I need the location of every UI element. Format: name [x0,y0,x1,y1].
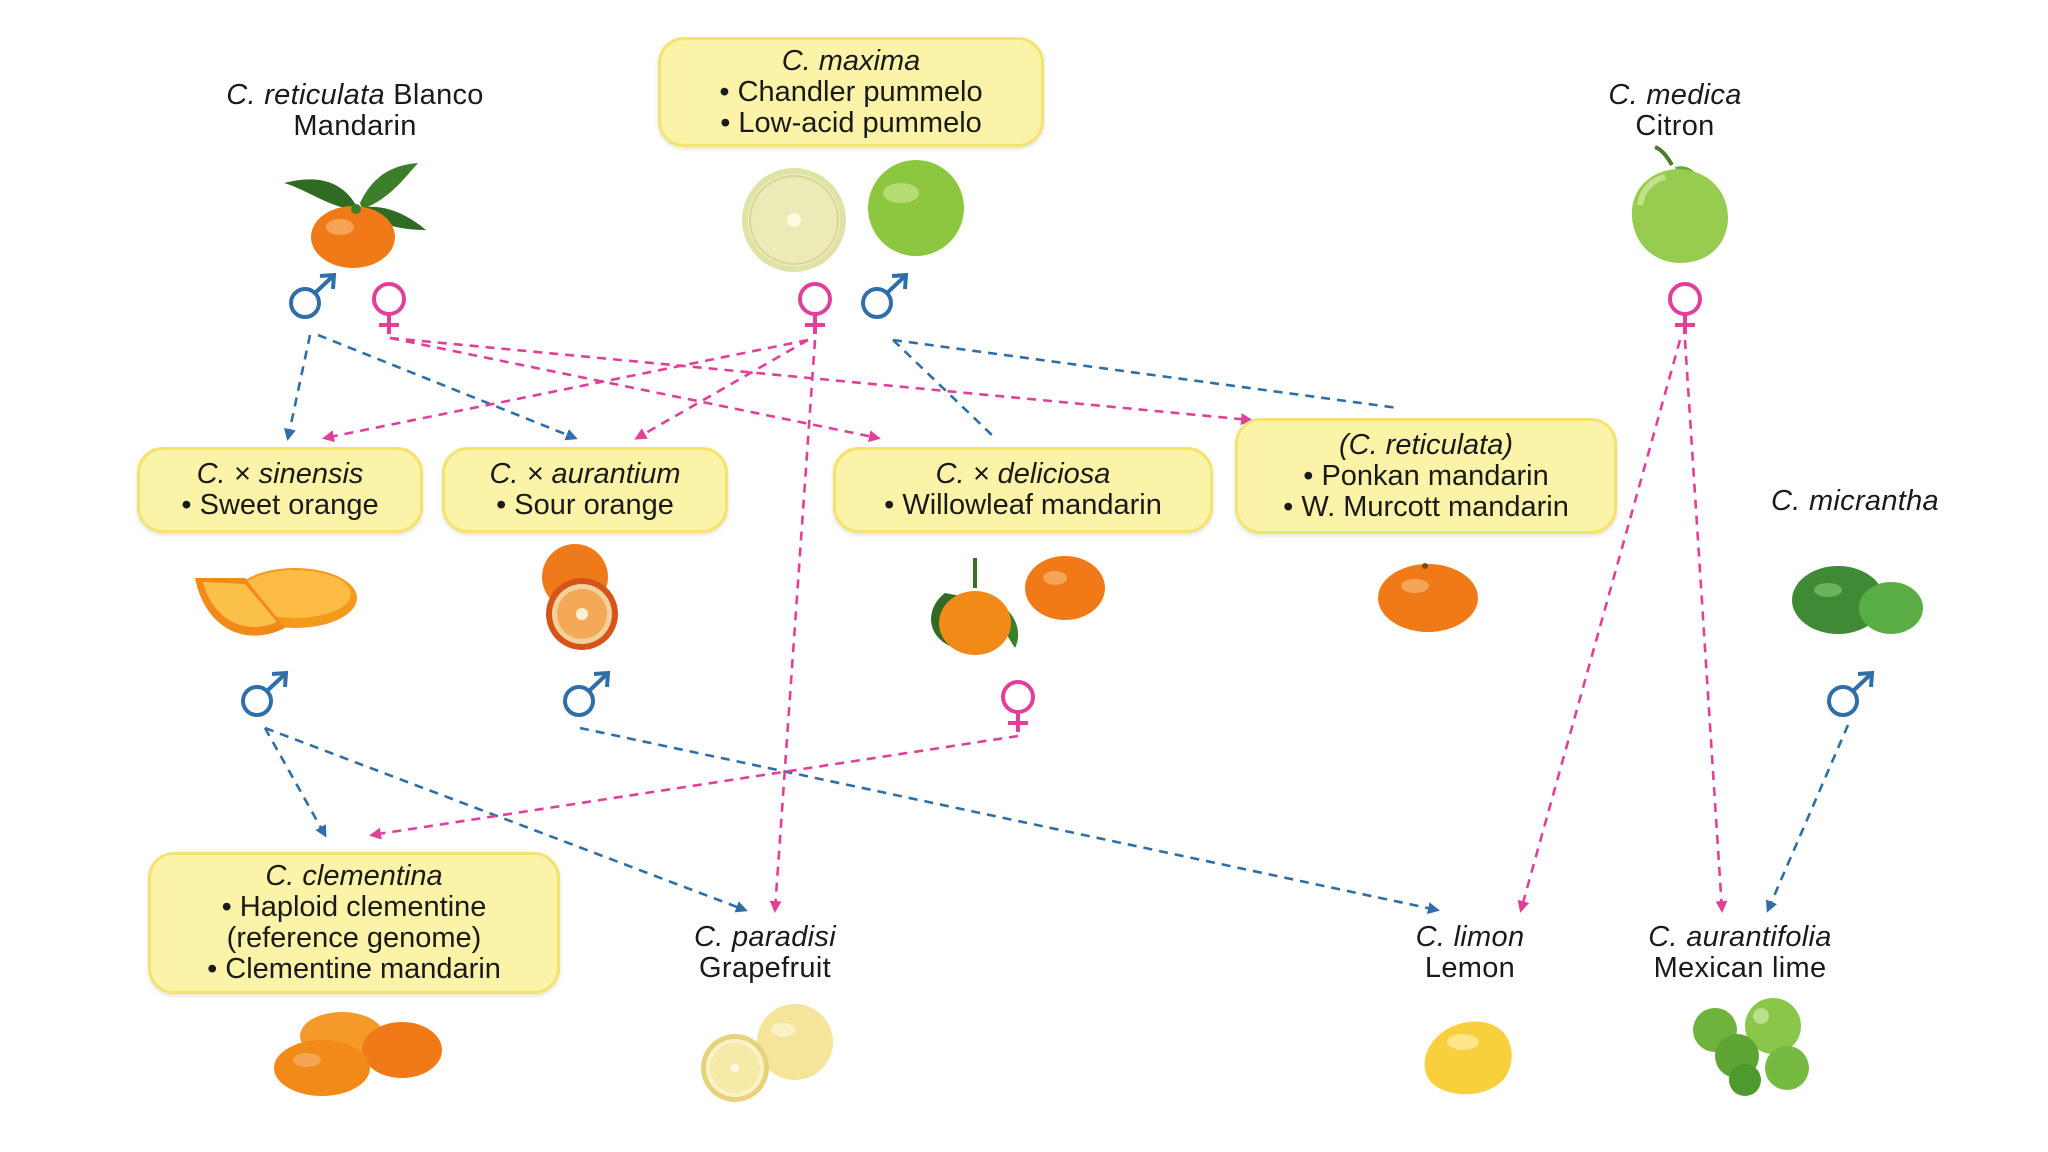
aurantium-item-1: • Sour orange [496,489,674,521]
grapefruit-icon [701,1004,833,1102]
line-maxima-to-deliciosa [892,339,996,439]
willowleaf-mandarin-icon [931,556,1105,655]
arrow-medica-to-aurantifolia [1683,339,1728,913]
reticulata-female-symbol-icon [372,282,406,334]
reticulata-common: Mandarin [293,110,417,142]
orange-icon [1378,563,1478,632]
paradisi-label: C. paradisi Grapefruit [640,922,890,984]
medica-label: C. medica Citron [1540,80,1810,142]
arrow-maxima-to-sinensis [322,338,809,443]
aurantium-name: C. × aurantium [489,458,681,490]
pummelo-icon [742,160,964,272]
limon-common: Lemon [1424,952,1516,984]
aurantium-male-symbol-icon [563,670,611,717]
clementina-item-1: • Haploid clementine [221,891,487,923]
citron-icon [1631,145,1728,263]
arrow-reticulata-to-aurantium [317,333,578,441]
deliciosa-box: C. × deliciosa • Willowleaf mandarin [833,447,1213,533]
ponkan-box: (C. reticulata) • Ponkan mandarin • W. M… [1235,418,1617,534]
arrow-reticulata-to-deliciosa [389,336,881,443]
lemon-icon [1424,1021,1512,1095]
limon-label: C. limon Lemon [1360,922,1580,984]
arrow-maxima-to-aurantium [634,338,809,440]
clementina-name: C. clementina [265,860,443,892]
sour-orange-icon [542,544,618,650]
deliciosa-item-1: • Willowleaf mandarin [884,489,1162,521]
arrow-medica-to-limon [1517,339,1682,913]
sinensis-item-1: • Sweet orange [181,489,379,521]
aurantifolia-name: C. aurantifolia [1648,921,1832,953]
clementines-icon [274,1012,442,1096]
line-maxima-to-ponkan [892,338,1399,410]
maxima-name: C. maxima [781,44,921,77]
maxima-male-symbol-icon [861,272,909,319]
deliciosa-name: C. × deliciosa [935,458,1111,490]
arrow-sinensis-to-paradisi [264,726,748,913]
limes-icon [1693,998,1809,1096]
paradisi-common: Grapefruit [699,952,831,984]
arrow-maxima-to-paradisi [769,339,817,913]
medica-female-symbol-icon [1668,282,1702,334]
medica-common: Citron [1635,110,1715,142]
maxima-box: C. maxima • Chandler pummelo • Low-acid … [658,37,1044,147]
micrantha-male-symbol-icon [1827,670,1875,717]
sliced-orange-icon [195,568,357,636]
maxima-female-symbol-icon [798,282,832,334]
mandarin-with-leaves-icon [284,163,426,268]
reticulata-label: C. reticulata Blanco Mandarin [170,80,540,142]
reticulata-name: C. reticulata [226,79,385,111]
arrow-reticulata-to-ponkan [389,336,1253,426]
aurantium-box: C. × aurantium • Sour orange [442,447,728,533]
ponkan-item-2: • W. Murcott mandarin [1283,490,1569,523]
medica-name: C. medica [1608,79,1742,111]
sinensis-name: C. × sinensis [196,458,364,490]
maxima-item-1: • Chandler pummelo [719,75,983,108]
micrantha-name: C. micrantha [1771,485,1939,517]
arrow-sinensis-to-clementina [263,727,327,838]
limon-name: C. limon [1415,921,1525,953]
arrow-micrantha-to-aurantifolia [1766,724,1850,913]
arrow-reticulata-to-sinensis [284,334,312,441]
deliciosa-female-symbol-icon [1001,680,1035,732]
sinensis-male-symbol-icon [241,670,289,717]
paradisi-name: C. paradisi [694,921,836,953]
reticulata-male-symbol-icon [289,272,337,319]
reticulata-author: Blanco [393,79,484,111]
micrantha-fruit-icon [1792,566,1923,634]
micrantha-label: C. micrantha [1720,486,1990,517]
clementina-box: C. clementina • Haploid clementine (refe… [148,852,560,994]
ponkan-name: (C. reticulata) [1338,428,1514,461]
aurantifolia-label: C. aurantifolia Mexican lime [1610,922,1870,984]
sinensis-box: C. × sinensis • Sweet orange [137,447,423,533]
arrow-aurantium-to-limon [579,726,1440,914]
aurantifolia-common: Mexican lime [1653,952,1827,984]
ponkan-item-1: • Ponkan mandarin [1303,459,1549,492]
clementina-item-2: (reference genome) [226,922,482,954]
maxima-item-2: • Low-acid pummelo [720,106,982,139]
clementina-item-3: • Clementine mandarin [207,953,501,985]
arrow-deliciosa-to-clementina [369,734,1019,840]
